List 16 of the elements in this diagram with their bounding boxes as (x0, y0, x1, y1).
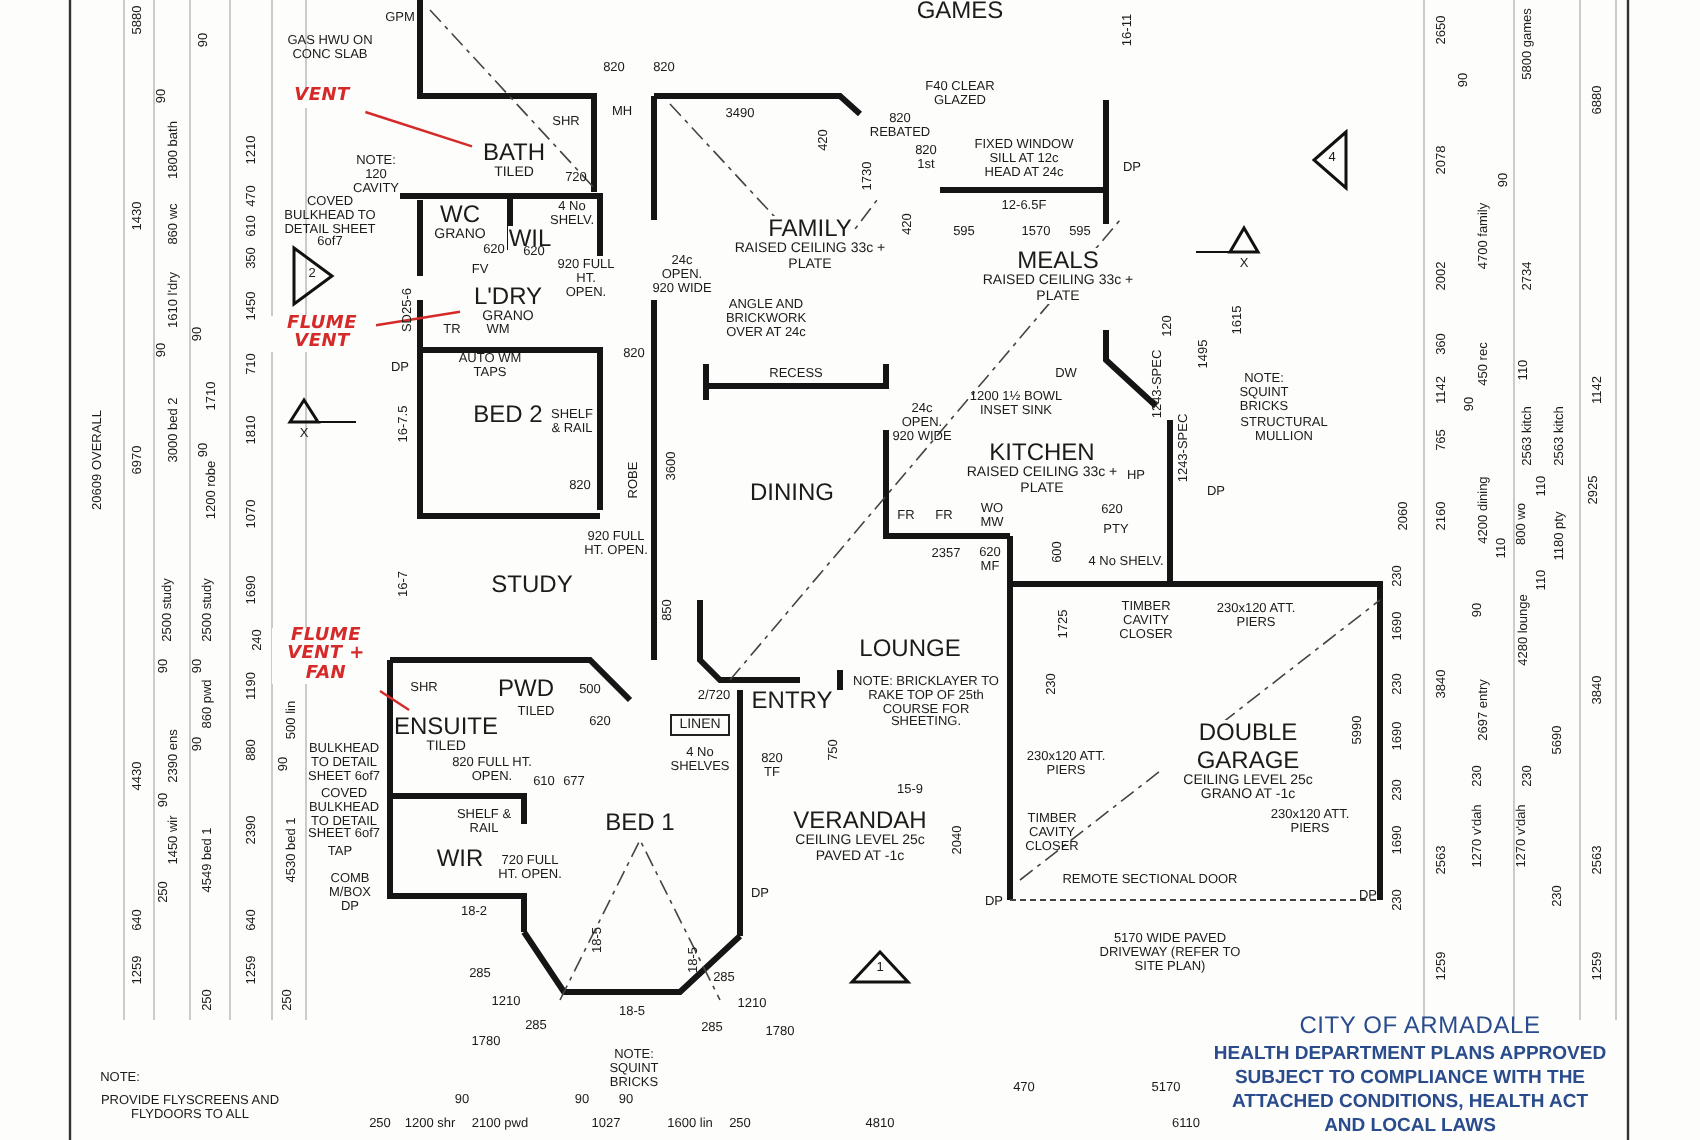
leader-line (379, 690, 410, 711)
room-name: L'DRY (473, 283, 543, 310)
room-name: BATH (482, 139, 546, 166)
room-name: ENSUITE (393, 713, 498, 740)
room-name: GAMES (916, 0, 1004, 25)
linen-cupboard (670, 714, 730, 736)
room-name: KITCHEN (989, 440, 1095, 467)
leader-line (365, 110, 473, 148)
room-name: FLUME VENT (268, 315, 376, 353)
room-name: VENT (294, 88, 350, 108)
room-name: MEALS (1017, 248, 1099, 275)
approval-stamp-text: CITY OF ARMADALE (1299, 1013, 1541, 1039)
leader-line (375, 310, 461, 327)
approval-stamp-text: HEALTH DEPARTMENT PLANS APPROVED SUBJECT TO COMPLIANCE WITH THE ATTACHED CONDITIONS, HEALTH ACT AND LOCAL LAWS (1211, 1042, 1609, 1138)
room-name: FAMILY (768, 216, 852, 243)
room-name: WC (440, 201, 480, 228)
